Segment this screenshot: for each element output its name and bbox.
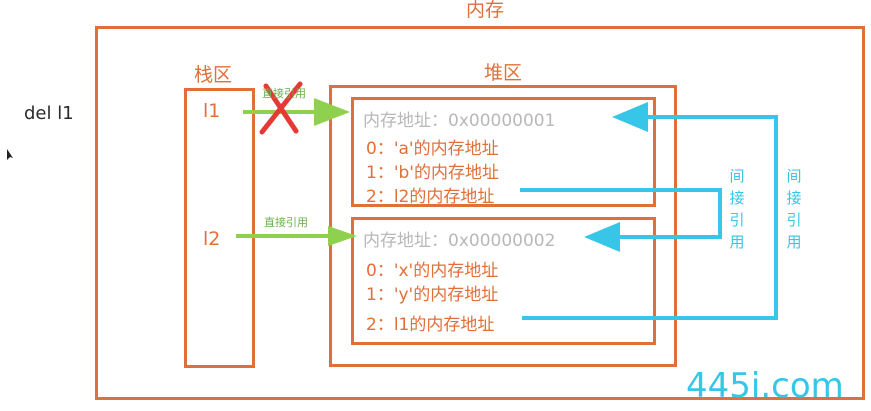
heap-object-2-slot-1: 1：'y'的内存地址 <box>366 285 499 305</box>
heap-object-2-slot-0: 0：'x'的内存地址 <box>366 261 499 281</box>
memory-box <box>95 26 865 400</box>
indirect-arrow-2 <box>522 102 778 320</box>
heap-object-1-slot-0: 0：'a'的内存地址 <box>366 139 499 159</box>
indirect-arrow-1 <box>520 188 722 252</box>
direct-reference-label-1: 直接引用 <box>262 87 306 100</box>
heap-object-2 <box>351 217 656 345</box>
stack-var-l2: l2 <box>203 228 221 250</box>
heap-object-1 <box>351 97 656 207</box>
heap-object-2-slot-2: 2：l1的内存地址 <box>366 315 495 335</box>
heap-object-1-address: 内存地址：0x00000001 <box>363 111 556 131</box>
indirect-reference-label-1: 间接引用 <box>729 167 745 251</box>
direct-arrow-2 <box>236 226 357 246</box>
memory-title: 内存 <box>466 0 505 21</box>
command-text: del l1 <box>24 103 74 124</box>
delete-cross-icon <box>259 81 303 135</box>
heap-object-1-slot-1: 1：'b'的内存地址 <box>366 163 499 183</box>
heap-object-1-slot-2: 2：l2的内存地址 <box>366 187 495 207</box>
heap-box <box>329 85 677 367</box>
watermark-text: 445i.com <box>686 366 844 406</box>
indirect-reference-label-2: 间接引用 <box>786 167 802 251</box>
direct-arrow-1 <box>243 98 350 126</box>
heap-title: 堆区 <box>484 62 523 84</box>
stack-title: 栈区 <box>194 64 233 86</box>
stack-var-l1: l1 <box>203 100 221 122</box>
direct-reference-label-2: 直接引用 <box>264 216 308 229</box>
heap-object-2-address: 内存地址：0x00000002 <box>363 231 556 251</box>
stack-box <box>184 88 255 368</box>
